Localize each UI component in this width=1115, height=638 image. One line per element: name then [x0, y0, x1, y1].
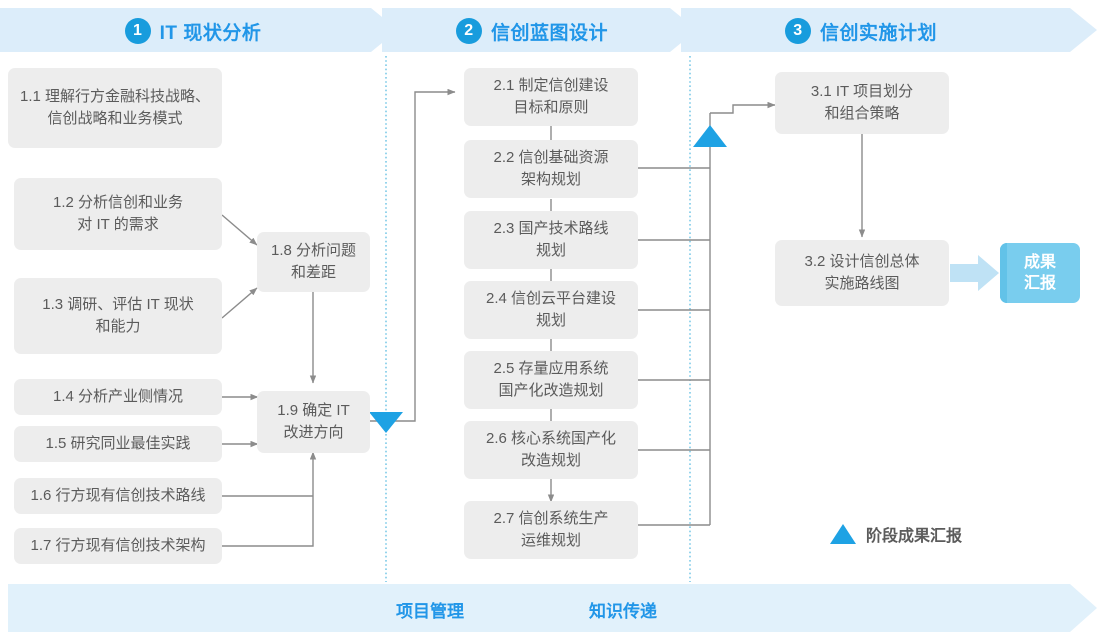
task-box-1-1[interactable]: 1.1 理解行方金融科技战略、 信创战略和业务模式	[8, 68, 222, 148]
footer-item-knowledge-transfer[interactable]: 知识传递	[589, 602, 657, 621]
task-box-1-8[interactable]: 1.8 分析问题 和差距	[257, 232, 370, 292]
phase-title: IT 现状分析	[159, 22, 262, 44]
footer-item-project-management[interactable]: 项目管理	[396, 602, 464, 621]
task-box-3-2[interactable]: 3.2 设计信创总体 实施路线图	[775, 240, 949, 306]
legend-label: 阶段成果汇报	[866, 528, 963, 545]
task-box-2-5[interactable]: 2.5 存量应用系统 国产化改造规划	[464, 351, 638, 409]
task-box-1-3[interactable]: 1.3 调研、评估 IT 现状 和能力	[14, 278, 222, 354]
phase-title: 信创蓝图设计	[490, 22, 608, 44]
task-box-1-6[interactable]: 1.6 行方现有信创技术路线	[14, 478, 222, 514]
task-box-1-4[interactable]: 1.4 分析产业侧情况	[14, 379, 222, 415]
task-box-2-1[interactable]: 2.1 制定信创建设 目标和原则	[464, 68, 638, 126]
task-box-2-2[interactable]: 2.2 信创基础资源 架构规划	[464, 140, 638, 198]
footer-band-shape	[8, 584, 1097, 632]
result-report-box[interactable]: 成果 汇报	[1000, 243, 1080, 303]
task-box-2-6[interactable]: 2.6 核心系统国产化 改造规划	[464, 421, 638, 479]
phase-header-2[interactable]: 2 信创蓝图设计	[382, 8, 682, 54]
task-box-2-4[interactable]: 2.4 信创云平台建设 规划	[464, 281, 638, 339]
task-box-3-1[interactable]: 3.1 IT 项目划分 和组合策略	[775, 72, 949, 134]
task-box-1-7[interactable]: 1.7 行方现有信创技术架构	[14, 528, 222, 564]
result-arrow-icon	[950, 255, 999, 291]
task-box-2-7[interactable]: 2.7 信创系统生产 运维规划	[464, 501, 638, 559]
task-box-1-2[interactable]: 1.2 分析信创和业务 对 IT 的需求	[14, 178, 222, 250]
task-box-2-3[interactable]: 2.3 国产技术路线 规划	[464, 211, 638, 269]
task-box-1-5[interactable]: 1.5 研究同业最佳实践	[14, 426, 222, 462]
phase-number-badge: 3	[784, 18, 811, 44]
task-box-1-9[interactable]: 1.9 确定 IT 改进方向	[257, 391, 370, 453]
phase-number-badge: 2	[455, 18, 482, 44]
phase-number-badge: 1	[124, 18, 151, 44]
phase-header-3[interactable]: 3 信创实施计划	[681, 8, 1041, 54]
triangle-icon	[830, 524, 856, 544]
phase-title: 信创实施计划	[819, 22, 937, 44]
legend-milestone: 阶段成果汇报	[830, 522, 962, 546]
phase-header-1[interactable]: 1 IT 现状分析	[0, 8, 386, 54]
